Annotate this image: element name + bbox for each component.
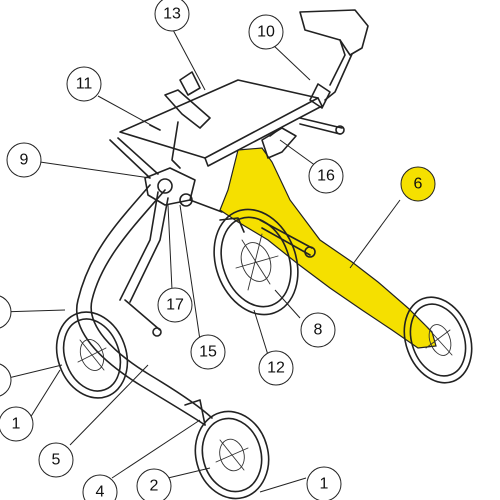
callout-6: 6 <box>400 166 436 202</box>
callout-9: 9 <box>6 142 42 178</box>
svg-text:4: 4 <box>96 484 105 500</box>
bracket-16 <box>261 127 297 159</box>
svg-text:1: 1 <box>12 416 21 433</box>
callout-2: 2 <box>136 468 172 500</box>
svg-text:13: 13 <box>163 6 181 23</box>
callout-1-left: 1 <box>0 406 34 442</box>
svg-text:8: 8 <box>314 322 323 339</box>
callout-4: 4 <box>82 474 118 500</box>
callouts: 13 10 11 9 16 6 17 8 <box>0 0 436 500</box>
handle <box>299 9 369 109</box>
svg-text:6: 6 <box>414 176 423 193</box>
callout-1-right: 1 <box>306 466 342 500</box>
wheel-right <box>403 296 473 384</box>
svg-text:15: 15 <box>199 344 217 361</box>
callout-17: 17 <box>157 287 193 323</box>
callout-5: 5 <box>38 442 74 478</box>
callout-16: 16 <box>308 158 344 194</box>
svg-text:9: 9 <box>20 152 29 169</box>
svg-text:5: 5 <box>52 452 61 469</box>
callout-8: 8 <box>300 312 336 348</box>
svg-text:11: 11 <box>76 76 93 93</box>
callout-partial-mid <box>0 363 12 397</box>
svg-text:16: 16 <box>317 168 335 185</box>
hinge-joint <box>144 167 223 213</box>
seat-and-frame <box>109 71 345 179</box>
callout-partial-top <box>0 295 12 329</box>
wheel-left <box>55 311 129 399</box>
wheel-bottom <box>184 399 270 500</box>
svg-text:1: 1 <box>320 476 329 493</box>
leader-lines <box>0 27 401 493</box>
callout-11: 11 <box>66 66 102 102</box>
callout-13: 13 <box>154 0 190 32</box>
svg-text:2: 2 <box>150 478 159 495</box>
svg-text:12: 12 <box>267 360 285 377</box>
callout-12: 12 <box>258 350 294 386</box>
callout-15: 15 <box>190 334 226 370</box>
callout-10: 10 <box>248 14 284 50</box>
svg-text:10: 10 <box>257 24 275 41</box>
main-frame-tube <box>75 184 213 426</box>
wheel-center <box>213 208 299 316</box>
svg-text:17: 17 <box>166 297 184 314</box>
